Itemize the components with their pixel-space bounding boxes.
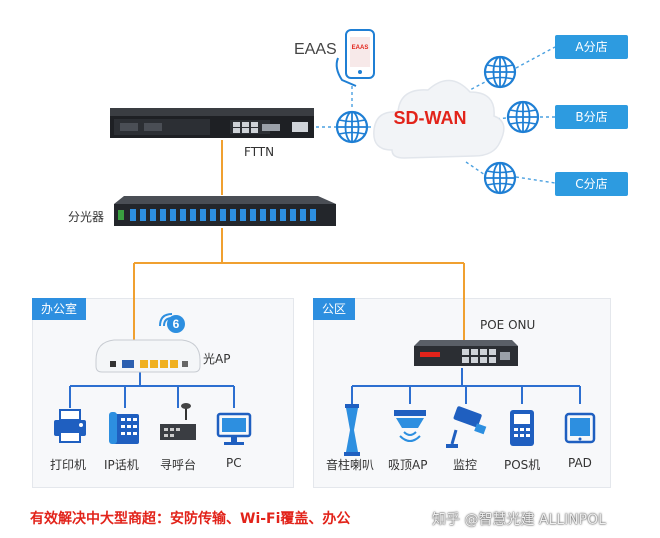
sdwan-cloud xyxy=(373,79,505,159)
ceiling-ap-icon xyxy=(394,410,426,442)
poe-onu-device xyxy=(414,340,518,366)
branch-a: A分店 xyxy=(555,35,628,59)
poe-onu-label: POE ONU xyxy=(480,318,536,332)
office-links xyxy=(69,372,235,408)
office-title: 办公室 xyxy=(32,298,87,320)
splitter-device xyxy=(114,196,336,226)
tablet-icon xyxy=(564,412,596,444)
wifi6-icon: 6 xyxy=(159,313,185,333)
watermark: 知乎 @智慧光建 ALLINPOL xyxy=(432,512,606,528)
device-label-pad: PAD xyxy=(568,456,592,470)
device-label-camera: 监控 xyxy=(453,458,478,472)
fttn-device xyxy=(110,108,314,138)
public-panel: 公区 xyxy=(313,298,611,488)
light-ap-label: 光AP xyxy=(203,352,231,366)
device-label-pc: PC xyxy=(226,456,242,470)
pc-icon xyxy=(216,412,252,445)
wifi6-badge-label: 6 xyxy=(173,317,180,331)
phone-icon: EAAS xyxy=(335,29,375,87)
branch-c: C分店 xyxy=(555,172,628,196)
eaas-label: EAAS xyxy=(294,41,337,58)
office-panel: 办公室 xyxy=(32,298,294,488)
ip-phone-icon xyxy=(109,412,139,444)
column-speaker-icon xyxy=(344,404,360,456)
splitter-label: 分光器 xyxy=(68,210,105,224)
device-label-ip-phone: IP话机 xyxy=(104,458,139,472)
optical-ap-device xyxy=(95,339,201,373)
fttn-label: FTTN xyxy=(244,145,275,159)
device-label-speaker: 音柱喇叭 xyxy=(326,458,375,472)
device-label-printer: 打印机 xyxy=(50,458,87,472)
device-label-ceiling-ap: 吸顶AP xyxy=(388,458,428,472)
branch-b: B分店 xyxy=(555,105,628,129)
public-links xyxy=(351,368,581,404)
phone-screen-label: EAAS xyxy=(352,45,369,51)
printer-icon xyxy=(54,409,86,443)
sdwan-label: SD-WAN xyxy=(393,108,467,128)
camera-icon xyxy=(446,406,487,448)
paging-console-icon xyxy=(160,403,196,440)
footer-caption: 有效解决中大型商超：安防传输、Wi-Fi覆盖、办公 xyxy=(30,511,351,527)
pos-icon xyxy=(510,410,534,446)
public-title: 公区 xyxy=(313,298,356,320)
device-label-pos: POS机 xyxy=(504,458,541,472)
device-label-paging: 寻呼台 xyxy=(160,458,197,472)
